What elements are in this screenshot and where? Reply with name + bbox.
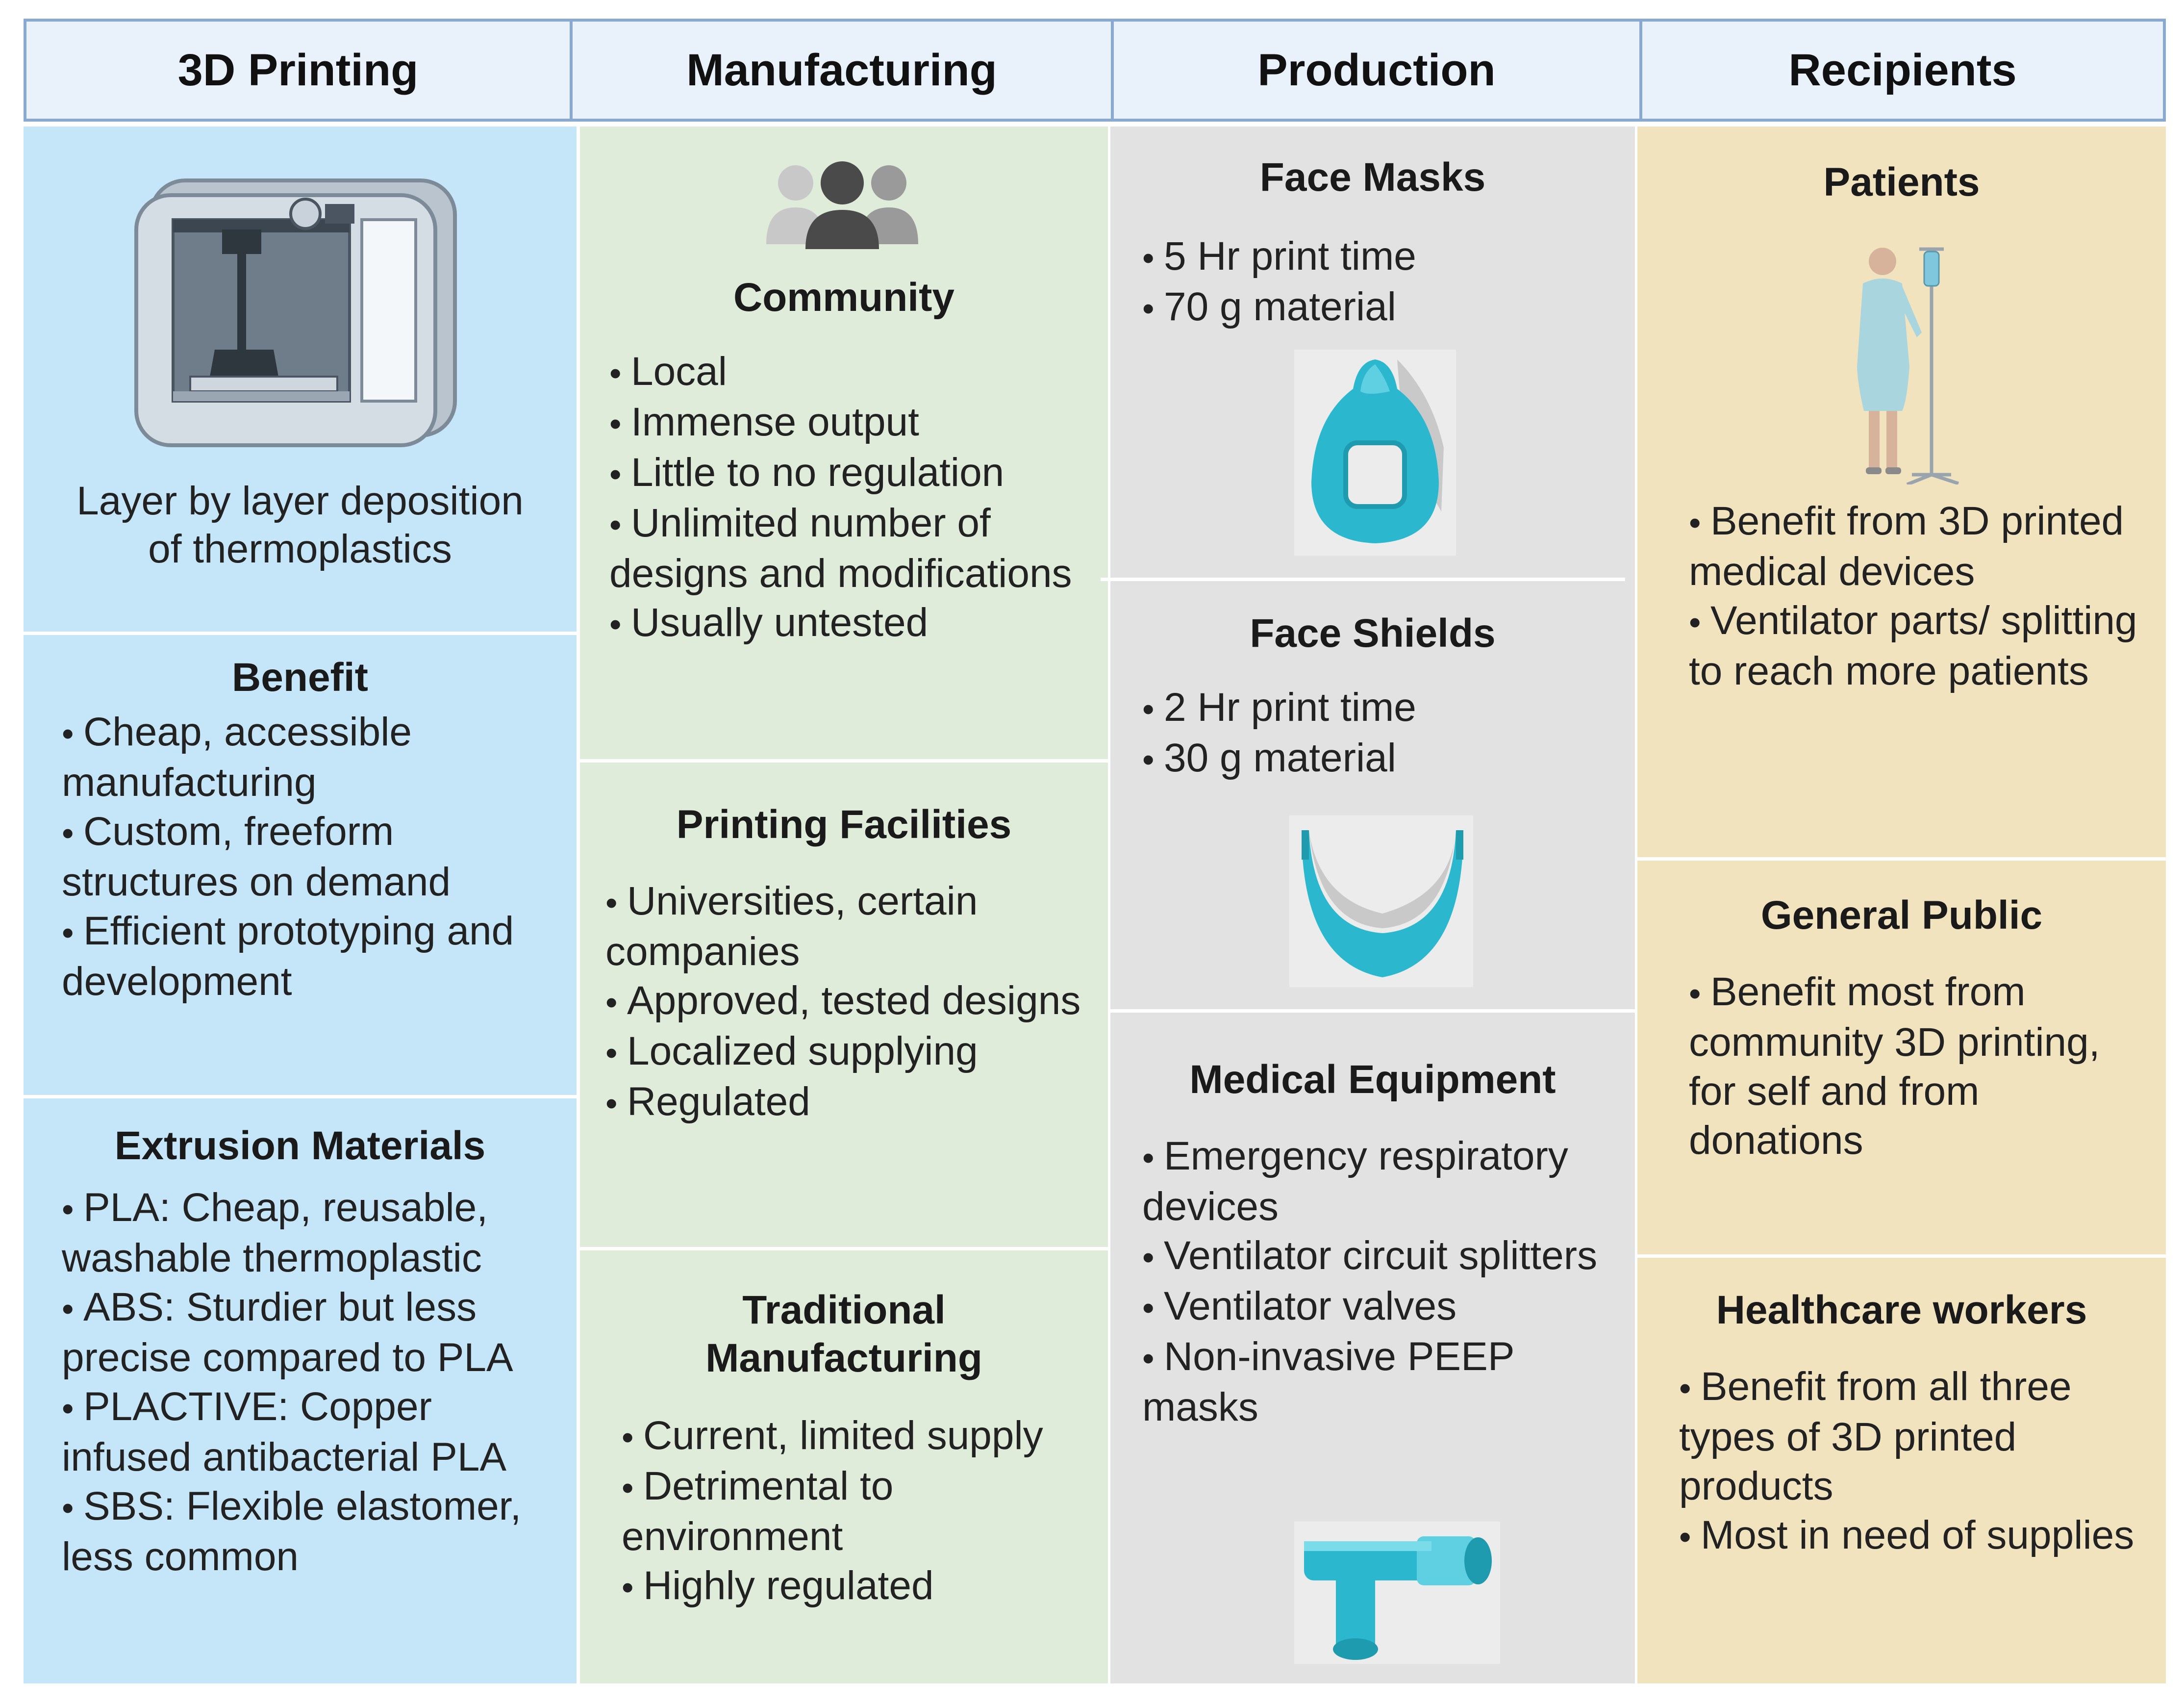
medical-equipment-list: Emergency respiratory devices Ventilator… [1142,1132,1628,1432]
header-manufacturing: Manufacturing [570,19,1114,122]
list-item: 30 g material [1142,734,1623,784]
extrusion-materials-list: PLA: Cheap, reusable, washable thermopla… [62,1183,572,1581]
ventilator-valve-part-icon [1294,1522,1500,1664]
header-production-label: Production [1257,45,1496,95]
healthcare-workers-title: Healthcare workers [1716,1288,2087,1332]
list-item: Regulated [605,1077,1096,1128]
list-item: Universities, certain companies [605,877,1096,976]
general-public-title: General Public [1760,893,2043,938]
divider [580,759,1108,763]
list-item: Local [609,347,1095,398]
list-item: 5 Hr print time [1142,232,1623,282]
list-item: SBS: Flexible elastomer, less common [62,1482,572,1581]
list-item: Current, limited supply [622,1411,1102,1462]
list-item: Immense output [609,398,1095,448]
header-recipients: Recipients [1639,19,2166,122]
divider [1637,1254,2166,1258]
divider [580,1247,1108,1250]
list-item: Ventilator parts/ splitting to reach mor… [1689,596,2140,696]
list-item: Benefit from all three types of 3D print… [1679,1362,2145,1511]
community-list: Local Immense output Little to no regula… [609,347,1095,649]
benefit-title: Benefit [232,655,368,700]
traditional-manufacturing-title-line-1: Traditional [742,1288,946,1332]
list-item: PLA: Cheap, reusable, washable thermopla… [62,1183,572,1283]
column-production: Face Masks 5 Hr print time 70 g material… [1101,127,1635,1683]
face-shield-part-icon [1289,815,1473,987]
column-recipients: Patients Benefit from 3D printed medical… [1637,127,2166,1683]
list-item: Most in need of supplies [1679,1511,2145,1561]
list-item: 70 g material [1142,282,1623,333]
face-mask-part-icon [1294,350,1456,556]
traditional-manufacturing-list: Current, limited supply Detrimental to e… [622,1411,1102,1612]
list-item: Custom, freeform structures on demand [62,807,557,907]
list-item: PLACTIVE: Copper infused antibacterial P… [62,1382,572,1482]
list-item: Benefit most from community 3D printing,… [1689,967,2145,1165]
list-item: Localized supplying [605,1027,1096,1077]
traditional-manufacturing-title: Traditional Manufacturing [580,1286,1108,1383]
face-shields-list: 2 Hr print time 30 g material [1142,683,1623,784]
header-3d-printing: 3D Printing [24,19,573,122]
list-item: 2 Hr print time [1142,683,1623,734]
divider [24,632,577,635]
printing-facilities-title: Printing Facilities [676,802,1012,847]
list-item: Highly regulated [622,1561,1102,1612]
list-item: Usually untested [609,598,1095,649]
list-item: Ventilator circuit splitters [1142,1231,1628,1282]
list-item: Approved, tested designs [605,976,1096,1027]
list-item: Cheap, accessible manufacturing [62,708,557,807]
printing-caption: Layer by layer deposition of thermoplast… [24,477,577,573]
list-item: ABS: Sturdier but less precise compared … [62,1283,572,1382]
face-shields-title: Face Shields [1250,611,1496,656]
column-manufacturing: Community Local Immense output Little to… [580,127,1108,1683]
list-item: Efficient prototyping and development [62,907,557,1006]
column-3d-printing: Layer by layer deposition of thermoplast… [24,127,577,1683]
header-manufacturing-label: Manufacturing [686,45,997,95]
divider [24,1095,577,1098]
patient-with-iv-icon [1857,247,1959,484]
printing-caption-line-1: Layer by layer deposition [76,479,524,523]
medical-equipment-title: Medical Equipment [1189,1057,1556,1102]
list-item: Non-invasive PEEP masks [1142,1332,1628,1432]
header-3d-printing-label: 3D Printing [177,45,419,95]
extrusion-materials-title: Extrusion Materials [114,1123,486,1168]
healthcare-workers-list: Benefit from all three types of 3D print… [1679,1362,2145,1561]
benefit-list: Cheap, accessible manufacturing Custom, … [62,708,557,1006]
patients-title: Patients [1823,160,1980,204]
printing-caption-line-2: of thermoplastics [148,527,452,571]
printing-facilities-list: Universities, certain companies Approved… [605,877,1096,1128]
header-recipients-label: Recipients [1788,45,2017,95]
traditional-manufacturing-title-line-2: Manufacturing [705,1336,982,1381]
patients-list: Benefit from 3D printed medical devices … [1689,497,2140,696]
divider [1110,1009,1635,1013]
divider [1101,578,1625,581]
list-item: Emergency respiratory devices [1142,1132,1628,1231]
face-masks-title: Face Masks [1259,155,1486,200]
list-item: Little to no regulation [609,448,1095,499]
list-item: Detrimental to environment [622,1462,1102,1561]
divider [1637,857,2166,861]
community-title: Community [733,275,954,320]
people-group-icon [766,161,918,249]
list-item: Unlimited number of designs and modifica… [609,499,1095,598]
header-production: Production [1111,19,1642,122]
general-public-list: Benefit most from community 3D printing,… [1689,967,2145,1165]
face-masks-list: 5 Hr print time 70 g material [1142,232,1623,333]
list-item: Ventilator valves [1142,1282,1628,1332]
3d-printer-icon [134,178,457,447]
list-item: Benefit from 3D printed medical devices [1689,497,2140,596]
